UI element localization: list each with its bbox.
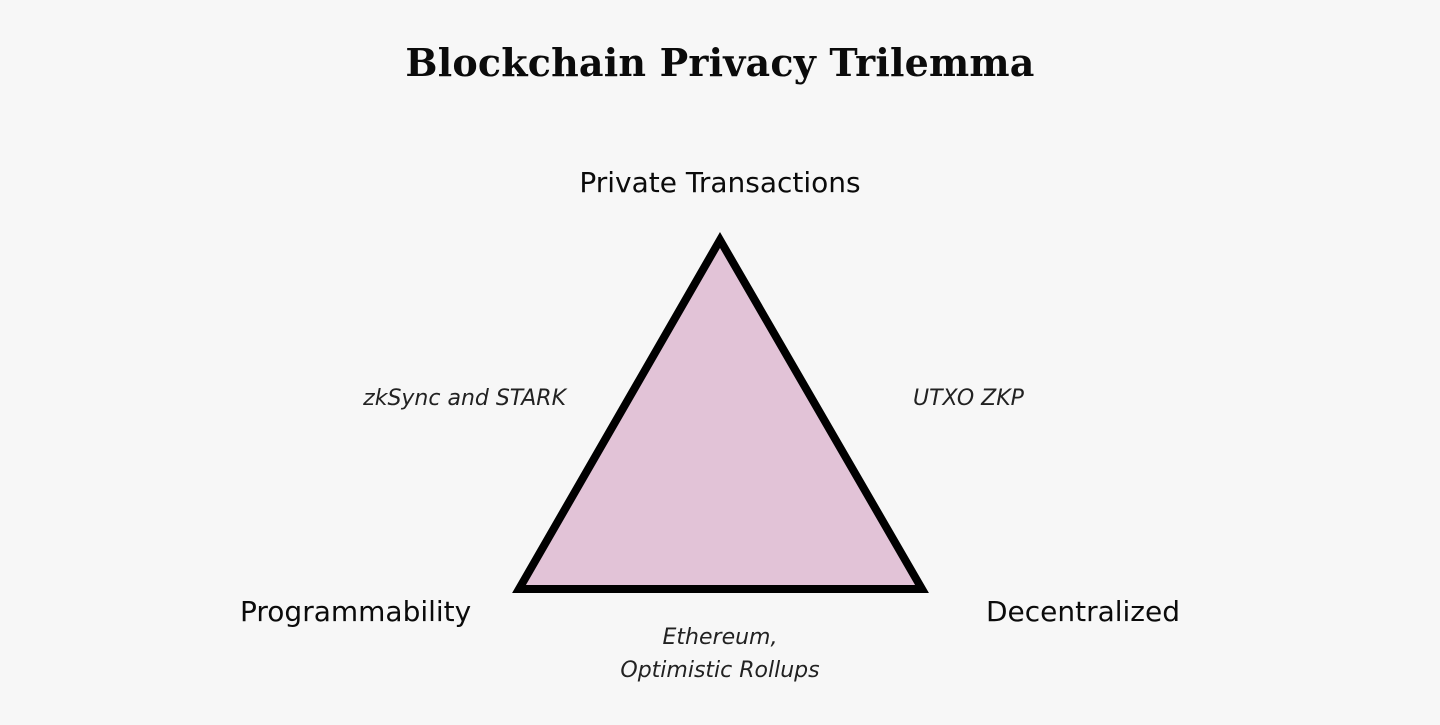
vertex-programmability: Programmability [240,595,472,628]
edge-label-bottom-line2: Optimistic Rollups [620,658,820,683]
edge-label-bottom-line1: Ethereum, [662,625,778,650]
vertex-decentralized: Decentralized [985,595,1180,628]
vertex-private-transactions: Private Transactions [579,166,861,199]
diagram-title: Blockchain Privacy Trilemma [405,40,1035,85]
trilemma-triangle [512,232,929,593]
edge-label-bottom: Ethereum, Optimistic Rollups [0,621,1440,687]
edge-label-right: UTXO ZKP [913,386,1024,411]
edge-label-left: zkSync and STARK [363,386,566,411]
